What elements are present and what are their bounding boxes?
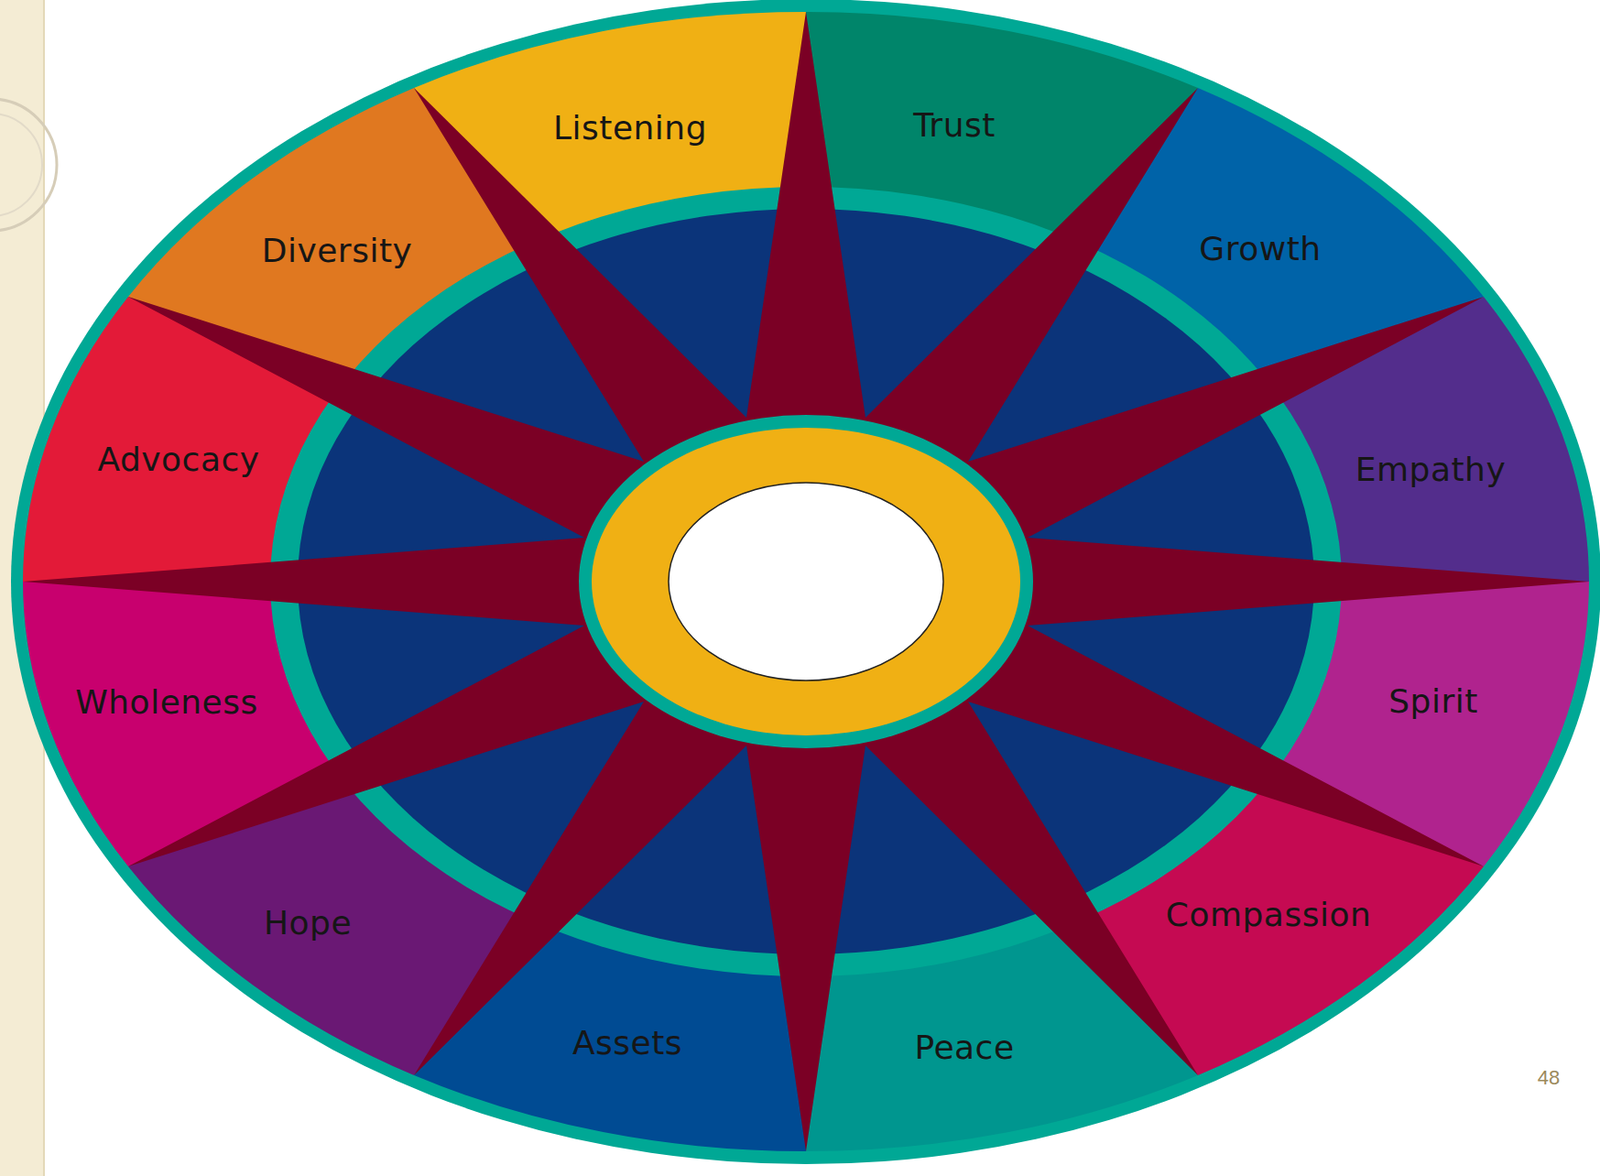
segment-label-box: Growth (1195, 228, 1325, 270)
segment-label-box: Trust (909, 104, 1000, 146)
segment-label: Empathy (1355, 450, 1506, 489)
segment-label-box: Peace (910, 1026, 1018, 1068)
segment-label: Trust (913, 106, 996, 144)
segment-label-box: Compassion (1162, 893, 1376, 936)
compass-star (22, 11, 1590, 1152)
segment-label: Spirit (1388, 682, 1479, 720)
segment-label: Peace (914, 1028, 1014, 1067)
segment-label-box: Diversity (258, 229, 417, 272)
segment-label: Growth (1198, 229, 1321, 268)
segment-label-box: Empathy (1351, 448, 1510, 490)
segment-label: Diversity (261, 231, 414, 270)
segment-label-box: Assets (568, 1022, 686, 1064)
segment-label: Compassion (1165, 895, 1372, 934)
center-hub (668, 482, 944, 681)
side-circle (0, 113, 43, 217)
segment-label: Assets (572, 1023, 683, 1062)
center-band (591, 427, 1021, 736)
center-ring (578, 414, 1034, 749)
segment-label-box: Hope (260, 902, 356, 944)
segment-label: Hope (263, 903, 352, 942)
segment-label-box: Wholeness (71, 681, 262, 723)
side-circle (0, 98, 57, 231)
segment-label: Listening (553, 108, 708, 147)
outer-ring (10, 0, 1600, 1165)
segment-label-box: Listening (549, 107, 711, 149)
segment-label-box: Spirit (1384, 680, 1482, 722)
segment-label: Wholeness (75, 683, 259, 721)
segment-label-box: Advocacy (93, 438, 263, 480)
page-number: 48 (1537, 1066, 1560, 1090)
segment-label: Advocacy (97, 440, 260, 479)
